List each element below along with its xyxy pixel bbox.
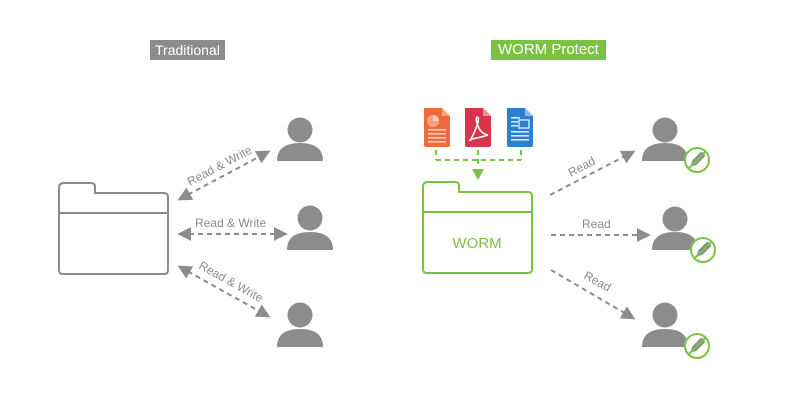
traditional-link-1: Read & Write bbox=[177, 143, 271, 201]
link-label: Read bbox=[582, 217, 611, 231]
traditional-link-2: Read & Write bbox=[177, 216, 288, 241]
pdf-file-icon bbox=[465, 108, 491, 147]
user-icon bbox=[287, 205, 333, 250]
user-icon bbox=[277, 117, 323, 161]
worm-folder-icon bbox=[422, 181, 533, 274]
link-label: Read bbox=[566, 154, 598, 180]
document-file-icon bbox=[507, 108, 533, 147]
worm-link-2: Read bbox=[551, 217, 651, 242]
no-write-icon bbox=[684, 333, 710, 359]
link-label: Read & Write bbox=[195, 216, 266, 230]
no-write-icon bbox=[684, 147, 710, 173]
traditional-title: Traditional bbox=[150, 40, 225, 60]
user-icon bbox=[277, 302, 323, 347]
no-write-icon bbox=[690, 237, 716, 263]
worm-link-3: Read bbox=[550, 268, 636, 320]
user-icon bbox=[652, 206, 698, 250]
file-connector bbox=[435, 150, 522, 168]
worm-link-1: Read bbox=[549, 150, 636, 196]
worm-folder-label: WORM bbox=[452, 235, 501, 252]
traditional-folder-icon bbox=[58, 182, 169, 275]
traditional-link-3: Read & Write bbox=[177, 258, 271, 318]
worm-protect-title: WORM Protect bbox=[491, 40, 606, 60]
user-icon bbox=[642, 302, 688, 347]
user-icon bbox=[642, 117, 688, 161]
presentation-file-icon bbox=[424, 108, 450, 147]
down-arrow-icon bbox=[472, 169, 484, 180]
